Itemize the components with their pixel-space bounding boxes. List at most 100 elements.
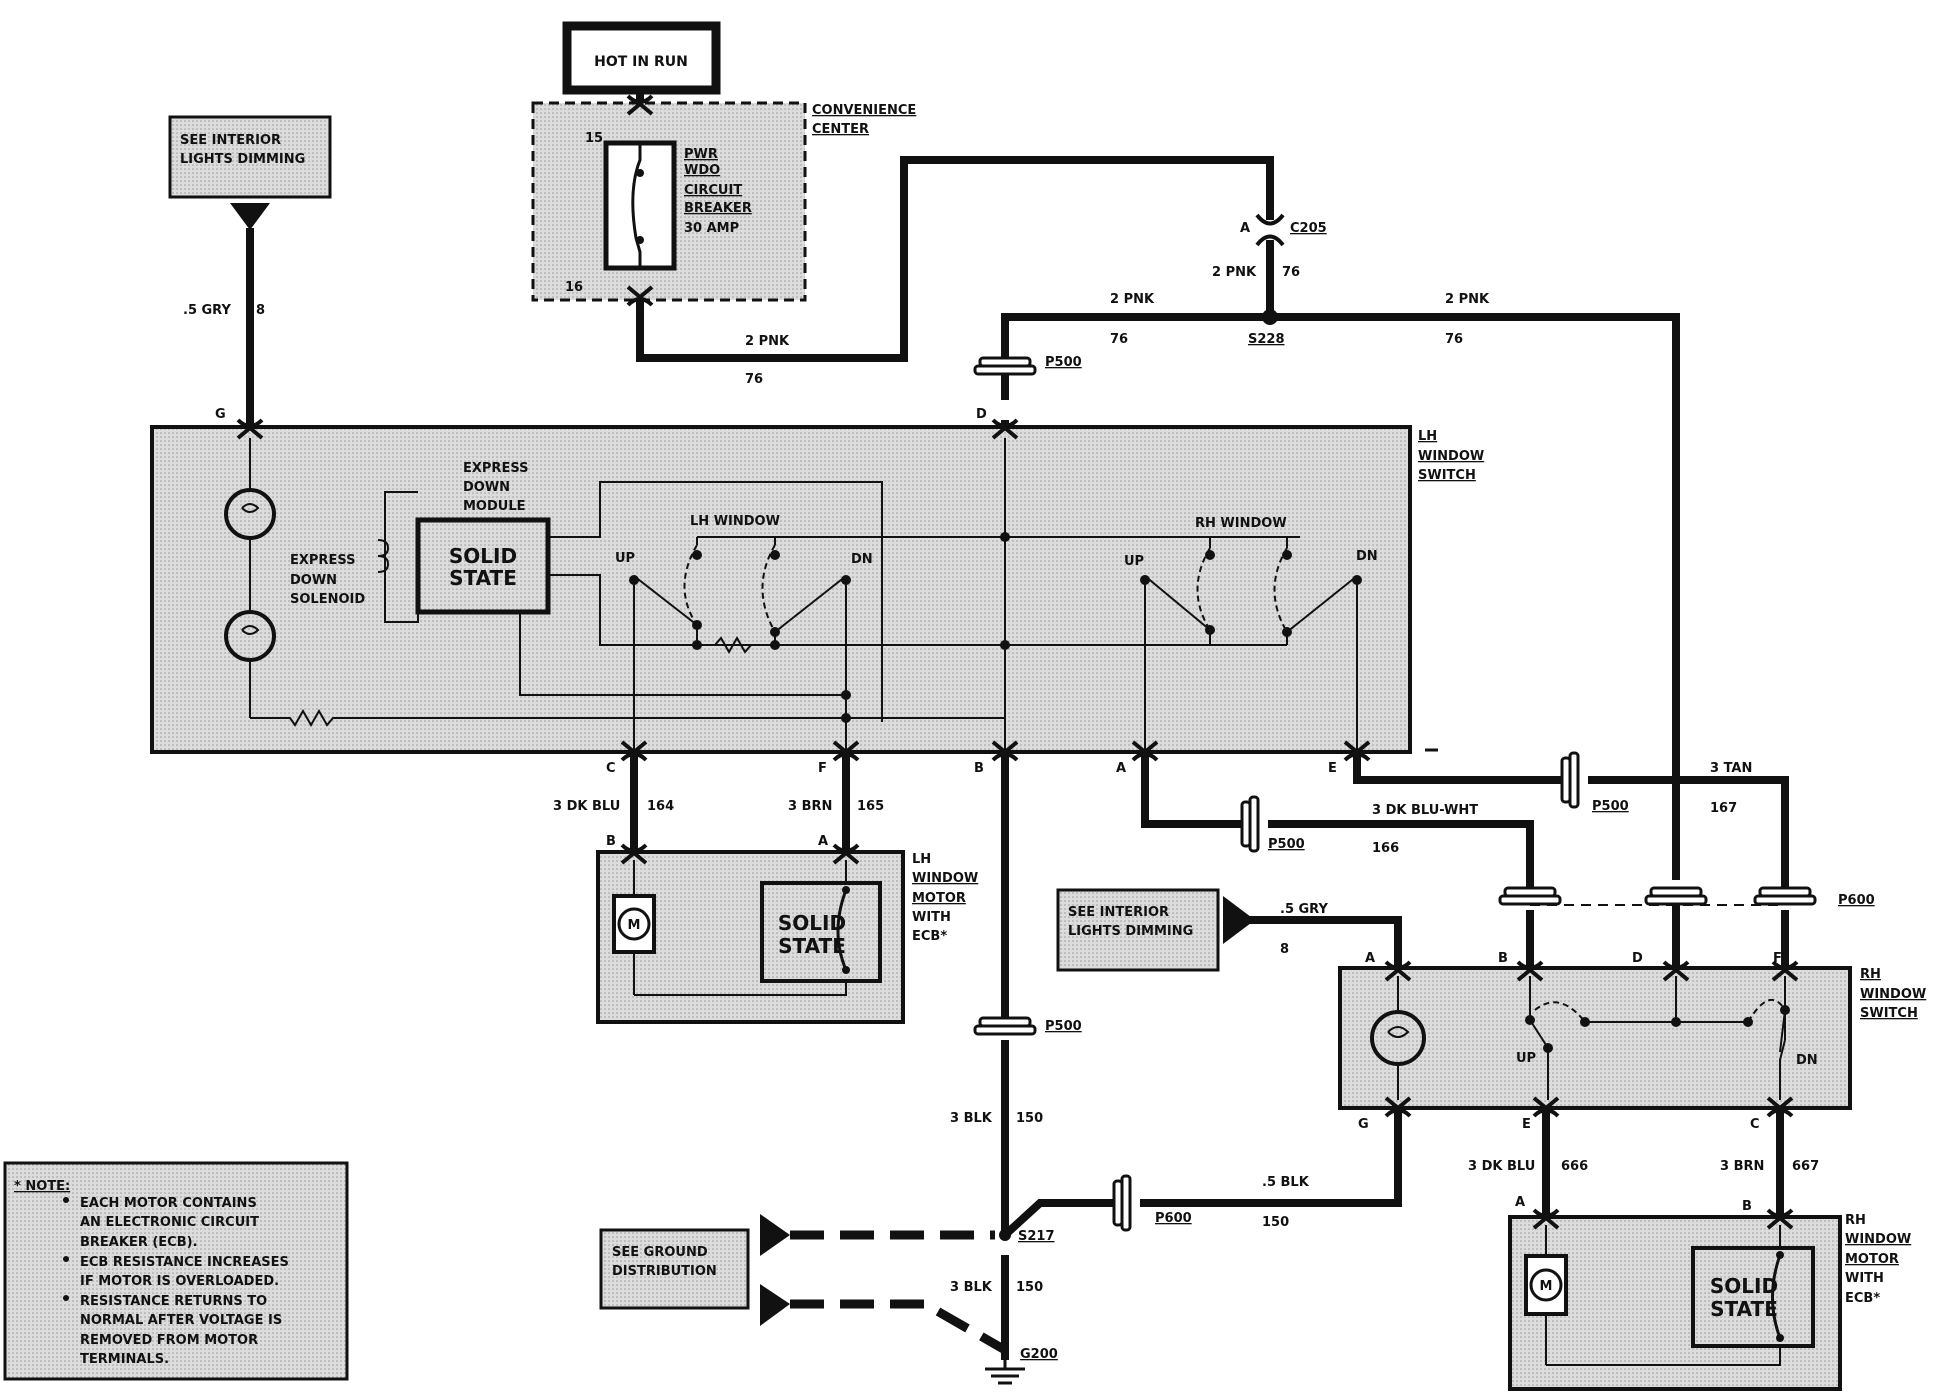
rh-switch-up-label: UP: [1516, 1051, 1536, 1066]
rh-motor-solid-state: [1691, 1246, 1815, 1348]
rh-switch-label-2: WINDOW: [1860, 987, 1926, 1002]
breaker-label-1: PWR: [684, 147, 718, 162]
splice-s217: [999, 1229, 1011, 1241]
splice-s228: [1262, 309, 1278, 325]
lh-solid-state-1: SOLID: [449, 544, 517, 568]
lh-window-section-label: LH WINDOW: [690, 514, 780, 529]
label-p600-right: P600: [1838, 893, 1875, 908]
lh-pin-a: A: [1116, 761, 1126, 776]
label-p500-top: P500: [1045, 355, 1082, 370]
label-tan-num: 167: [1710, 801, 1737, 816]
pin-15-label: 15: [585, 131, 603, 146]
rh-pin-e: E: [1522, 1117, 1531, 1132]
wire-5blk-2: [1002, 1199, 1122, 1238]
lh-dn-label: DN: [851, 552, 873, 567]
wire-3dkbluwht-1: [1141, 752, 1250, 828]
convenience-center-label-2: CENTER: [812, 122, 869, 137]
rh-motor-label-5: ECB*: [1845, 1291, 1880, 1306]
ref-top-line-2: LIGHTS DIMMING: [180, 152, 305, 167]
label-s217: S217: [1018, 1229, 1055, 1244]
lh-motor-solid-1: SOLID: [778, 911, 846, 935]
wire-2pnk-main: [636, 156, 1274, 362]
breaker-label-5: 30 AMP: [684, 221, 739, 236]
ref-right-line-1: SEE INTERIOR: [1068, 905, 1169, 920]
rh-pin-b: B: [1498, 951, 1508, 966]
interior-dimming-ref-right: SEE INTERIOR LIGHTS DIMMING: [1056, 888, 1220, 972]
lh-motor-pin-b: B: [606, 834, 616, 849]
rh-switch-label-3: SWITCH: [1860, 1006, 1918, 1021]
label-brn-rh-num: 667: [1792, 1159, 1819, 1174]
ground-distribution-ref: SEE GROUND DISTRIBUTION: [599, 1228, 750, 1310]
lh-motor-pin-a: A: [818, 834, 828, 849]
wire-5gry-right: [1250, 916, 1402, 968]
lh-switch-label-2: WINDOW: [1418, 449, 1484, 464]
label-p600-bottom: P600: [1155, 1211, 1192, 1226]
hot-in-run-box: HOT IN RUN: [562, 21, 721, 95]
wire-3tan-1: [1353, 752, 1570, 784]
label-gry-right-num: 8: [1280, 942, 1289, 957]
note-line-2: AN ELECTRONIC CIRCUIT: [80, 1215, 259, 1230]
lh-motor-label-3: MOTOR: [912, 891, 966, 906]
wire-3dkbluwht-2: [1268, 820, 1534, 890]
wire-3tan-2: [1588, 776, 1789, 890]
convenience-center-box: 15 16 PWR WDO CIRCUIT BREAKER 30 AMP: [531, 101, 807, 302]
express-module-label-3: MODULE: [463, 499, 526, 514]
label-blk-c-num: 150: [1016, 1280, 1043, 1295]
rh-motor-label-3: MOTOR: [1845, 1252, 1899, 1267]
lh-switch-label-3: SWITCH: [1418, 468, 1476, 483]
c205-pin-a: A: [1240, 221, 1250, 236]
note-line-6: RESISTANCE RETURNS TO: [80, 1294, 267, 1309]
interior-dimming-ref-top: SEE INTERIOR LIGHTS DIMMING: [168, 115, 332, 199]
lh-window-switch: LH WINDOW SWITCH: [150, 425, 1484, 754]
ref-top-line-1: SEE INTERIOR: [180, 133, 281, 148]
label-dkblu-lh-num: 164: [647, 799, 674, 814]
label-pnk-right: 2 PNK: [1445, 292, 1490, 307]
lh-pin-b: B: [974, 761, 984, 776]
lh-pin-g: G: [215, 407, 226, 422]
rh-pin-f: F: [1773, 951, 1782, 966]
lh-switch-label-1: LH: [1418, 429, 1437, 444]
express-solenoid-label-3: SOLENOID: [290, 592, 365, 607]
note-line-3: BREAKER (ECB).: [80, 1235, 198, 1250]
breaker-label-3: CIRCUIT: [684, 183, 742, 198]
label-g200: G200: [1020, 1347, 1058, 1362]
note-title: * NOTE:: [14, 1179, 70, 1194]
lh-pin-d: D: [976, 407, 987, 422]
rh-up-label: UP: [1124, 554, 1144, 569]
note-line-5: IF MOTOR IS OVERLOADED.: [80, 1274, 279, 1289]
pin-16-label: 16: [565, 280, 583, 295]
label-pnk-left-num: 76: [1110, 332, 1128, 347]
rh-pin-d: D: [1632, 951, 1643, 966]
lh-pin-f: F: [818, 761, 827, 776]
rh-pin-c: C: [1750, 1117, 1760, 1132]
label-blk-b: .5 BLK: [1262, 1175, 1310, 1190]
rh-motor-m-label: M: [1540, 1279, 1553, 1294]
rh-switch-nodes: [1525, 1005, 1790, 1053]
label-dkbluwht: 3 DK BLU-WHT: [1372, 803, 1478, 818]
express-solenoid-label-2: DOWN: [290, 573, 337, 588]
ground-g200-icon: [985, 1360, 1025, 1385]
breaker-label-4: BREAKER: [684, 201, 752, 216]
rh-pin-g: G: [1358, 1117, 1369, 1132]
label-dkblu-lh: 3 DK BLU: [553, 799, 620, 814]
note-line-9: TERMINALS.: [80, 1352, 169, 1367]
ground-ref-arrow-icon: [760, 1214, 790, 1256]
hot-in-run-label: HOT IN RUN: [594, 54, 688, 70]
ref-ground-line-2: DISTRIBUTION: [612, 1264, 717, 1279]
label-brn-lh-num: 165: [857, 799, 884, 814]
label-dkbluwht-num: 166: [1372, 841, 1399, 856]
lh-motor-solid-2: STATE: [778, 934, 846, 958]
rh-motor-pin-b: B: [1742, 1199, 1752, 1214]
lh-pin-c: C: [606, 761, 616, 776]
label-brn-lh: 3 BRN: [788, 799, 832, 814]
ground-ref-arrow-2-icon: [760, 1284, 790, 1326]
label-gry-top-num: 8: [256, 303, 265, 318]
dashed-ground-wires: [790, 1230, 1008, 1354]
note-line-4: ECB RESISTANCE INCREASES: [80, 1255, 289, 1270]
dashed-wire-ground-2: [790, 1299, 1008, 1354]
label-pnk-right-num: 76: [1445, 332, 1463, 347]
label-pnk-main-num: 76: [745, 372, 763, 387]
label-pnk-c205: 2 PNK: [1212, 265, 1257, 280]
label-c205: C205: [1290, 221, 1327, 236]
lh-motor-solid-state: [760, 881, 882, 983]
